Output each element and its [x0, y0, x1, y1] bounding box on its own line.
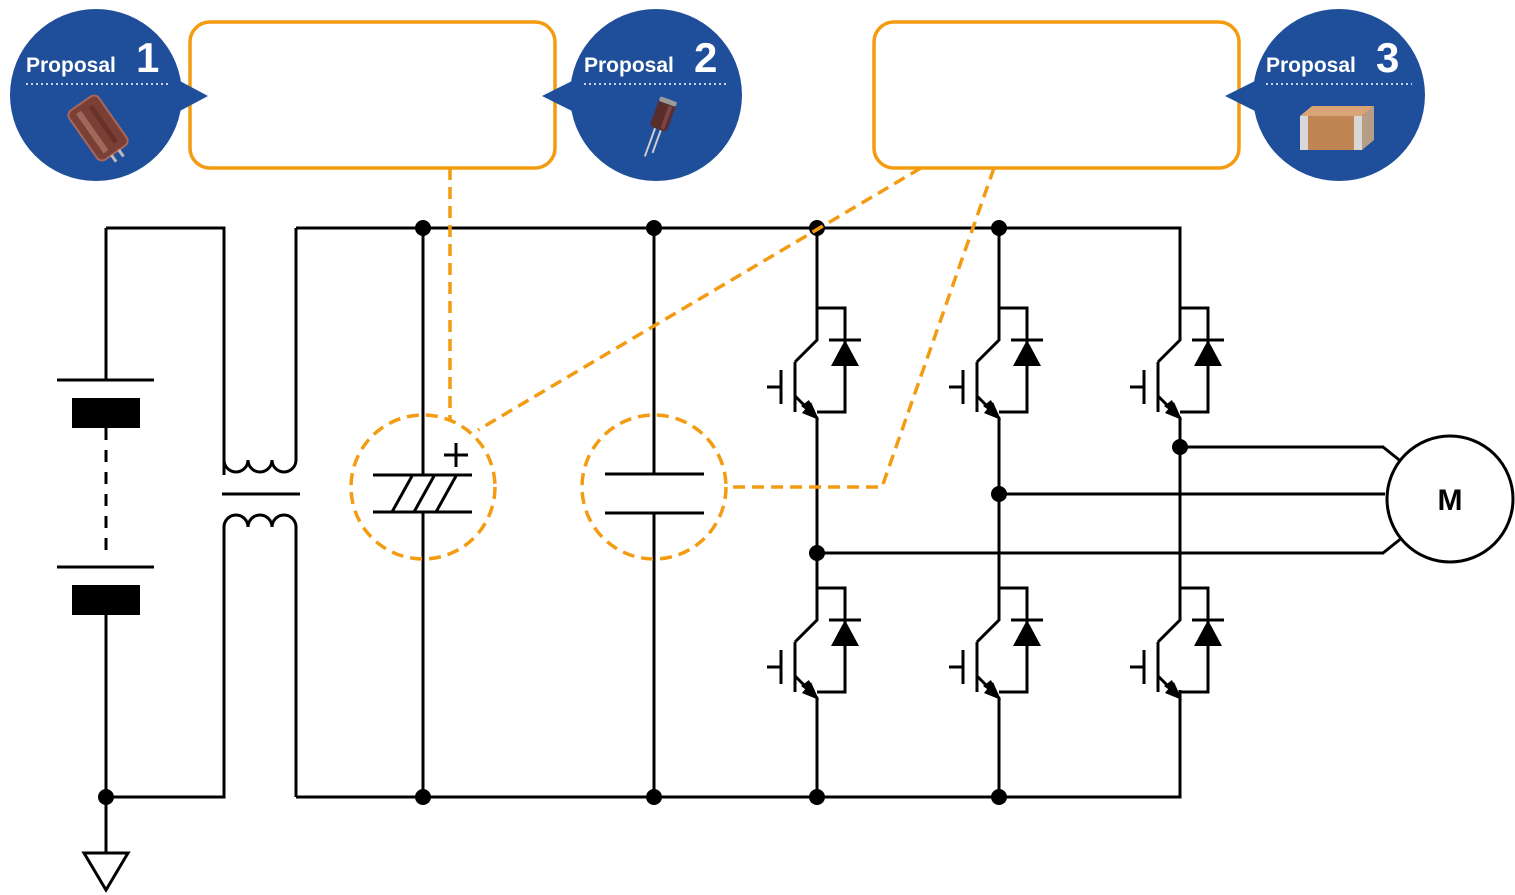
snap-in-electrolytic-capacitor-icon — [67, 94, 129, 163]
proposal-1-number: 1 — [136, 34, 159, 81]
ceramic-chip-capacitor-icon — [1300, 106, 1374, 150]
transformer — [106, 228, 300, 799]
proposal-2-label: Proposal — [584, 54, 674, 77]
motor-phase-wires — [817, 445, 1404, 555]
proposal-2-badge: Proposal 2 — [542, 9, 742, 181]
highlight-electrolytic-capacitor — [349, 413, 497, 561]
callout-box-right — [872, 20, 1241, 170]
proposal-1-label: Proposal — [26, 54, 116, 77]
motor: M — [1385, 434, 1515, 564]
electrolytic-capacitor — [373, 228, 472, 797]
proposal-3-number: 3 — [1376, 34, 1399, 81]
battery-stack — [57, 226, 226, 797]
positive-rail — [296, 226, 1182, 310]
callout-box-left — [188, 20, 557, 170]
leader-line-right-box-b — [726, 167, 996, 489]
negative-rail — [296, 690, 1182, 799]
leader-line-right-box-a — [477, 166, 922, 432]
snubber-capacitor — [605, 228, 704, 797]
ground-symbol — [81, 797, 131, 893]
junction-nodes — [98, 220, 1188, 805]
proposal-1-badge: Proposal 1 — [10, 9, 208, 181]
motor-label: M — [1438, 484, 1463, 517]
proposal-3-badge: Proposal 3 — [1225, 9, 1425, 181]
proposal-3-label: Proposal — [1266, 54, 1356, 77]
inverter-leg-w — [1128, 298, 1226, 737]
proposal-2-number: 2 — [694, 34, 717, 81]
inverter-leg-v — [947, 228, 1045, 797]
inverter-leg-u — [765, 228, 863, 797]
radial-electrolytic-capacitor-icon — [643, 96, 677, 157]
